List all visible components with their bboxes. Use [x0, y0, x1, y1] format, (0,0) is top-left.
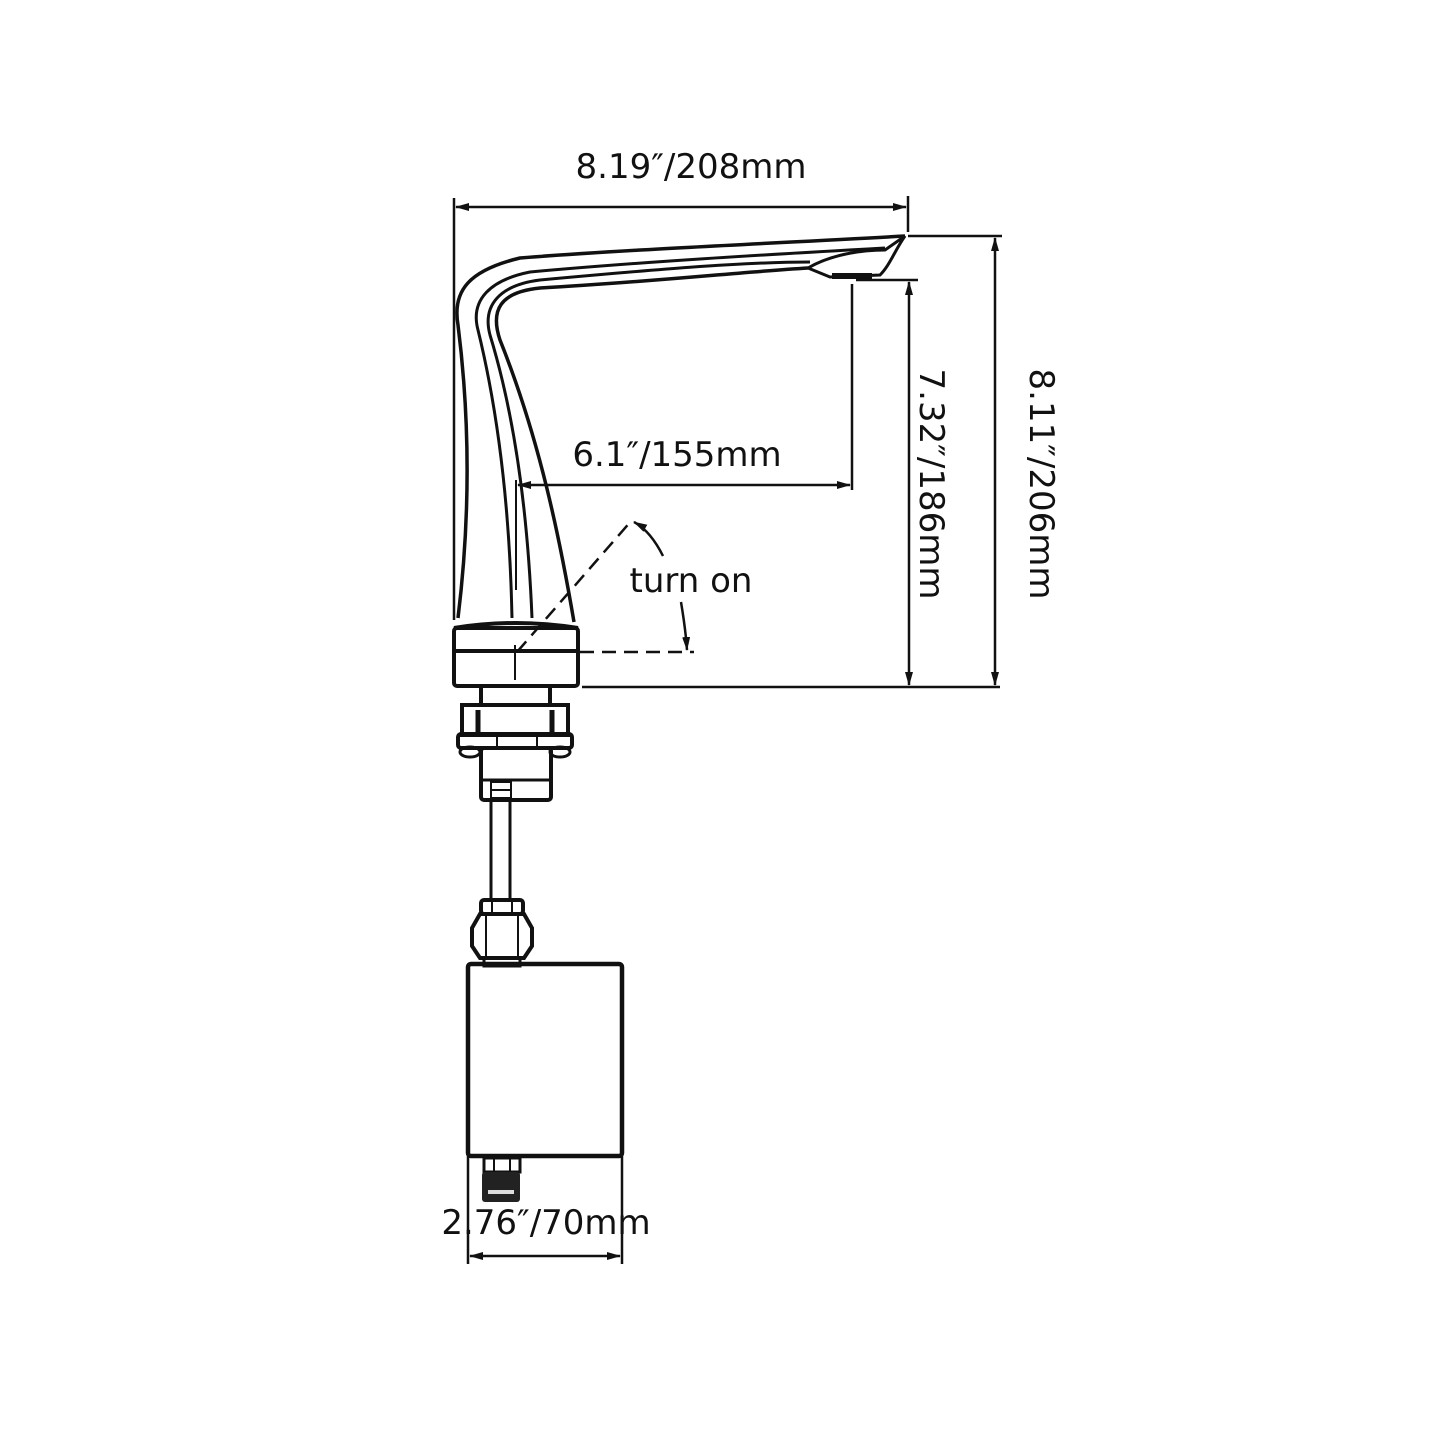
mounting-assembly [456, 686, 574, 802]
control-box [465, 961, 625, 1202]
overall-width-dimension: 8.19″/208mm [452, 147, 910, 620]
turn-on-label: turn on [630, 561, 753, 601]
spout-reach-label: 6.1″/155mm [572, 435, 781, 475]
overall-width-label: 8.19″/208mm [576, 147, 807, 187]
aerator-outlet [832, 273, 872, 279]
spout-reach-dimension: 6.1″/155mm [515, 284, 854, 590]
spout-height-dimension: 7.32″/186mm [582, 278, 1000, 689]
overall-height-label: 8.11″/206mm [1021, 369, 1061, 600]
sensor-angle-annotation: turn on [516, 519, 753, 654]
spout-height-label: 7.32″/186mm [911, 369, 951, 600]
control-box-width-dimension: 2.76″/70mm [441, 1156, 651, 1264]
faucet-base [452, 621, 580, 688]
hose-connector-nut [470, 898, 534, 968]
control-box-width-label: 2.76″/70mm [441, 1203, 650, 1243]
hose [489, 800, 512, 900]
power-connector [482, 1172, 520, 1202]
overall-height-dimension: 8.11″/206mm [908, 234, 1061, 686]
faucet-body [455, 234, 907, 623]
